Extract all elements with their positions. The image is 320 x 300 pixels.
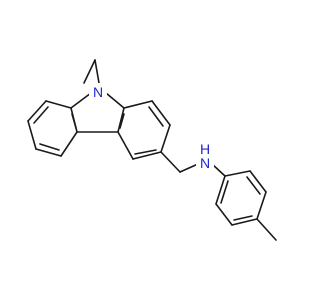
bond-c3-ch2 (160, 151, 181, 173)
bond-ring-right-4 (132, 151, 162, 160)
amine-group-bg (196, 146, 214, 170)
bond-ring-right-double-3 (119, 113, 125, 129)
ring-nitrogen-label: N (93, 84, 103, 100)
bond-ring-right-1 (123, 100, 153, 109)
bond-ring-right-2 (151, 100, 171, 126)
bond-ring-right-3 (160, 124, 171, 153)
bond-ethyl-ch2 (94, 59, 100, 84)
bond-n9-c8a (105, 92, 125, 109)
bond-tolyl-5 (215, 203, 233, 226)
bond-layer (27, 59, 277, 241)
bond-nh-aryl (211, 163, 226, 177)
bond-ring-left-double-3 (71, 113, 77, 129)
bond-ring-left-1 (45, 100, 72, 109)
bond-ring-left-double-2 (39, 143, 60, 151)
molecule-structure: N H N (27, 59, 277, 241)
bond-n9-c9a (70, 92, 92, 109)
bond-ring-right-double-2 (134, 149, 157, 155)
bond-tolyl-4 (231, 218, 258, 226)
bond-tolyl-double-2 (233, 215, 253, 221)
bond-tolyl-2 (249, 170, 267, 193)
bond-tolyl-double-3 (220, 180, 229, 204)
bond-ch2-nh (179, 163, 199, 173)
bond-tolyl-double-1 (246, 176, 261, 195)
bond-tolyl-1 (224, 170, 251, 177)
bond-tolyl-6 (215, 175, 226, 205)
bond-tolyl-methyl (256, 218, 277, 241)
bond-tolyl-3 (256, 191, 267, 220)
bond-ring-left-5 (60, 131, 78, 157)
bond-ring-right-double-1 (148, 106, 164, 127)
bond-ring-left-double-1 (33, 106, 49, 124)
bond-ring-right-5 (117, 131, 134, 160)
bond-ethyl-ch3 (83, 59, 96, 84)
amine-hydrogen-label: H (200, 141, 210, 157)
bond-ring-left-4 (35, 148, 62, 157)
ring-nitrogen-bg (89, 83, 107, 101)
bond-c8a-c4a (117, 107, 125, 133)
amine-nitrogen-label: N (200, 155, 210, 171)
bond-ring-left-2 (27, 100, 47, 122)
atom-label-layer: N H N (89, 83, 214, 171)
bond-ring-left-3 (27, 120, 37, 150)
